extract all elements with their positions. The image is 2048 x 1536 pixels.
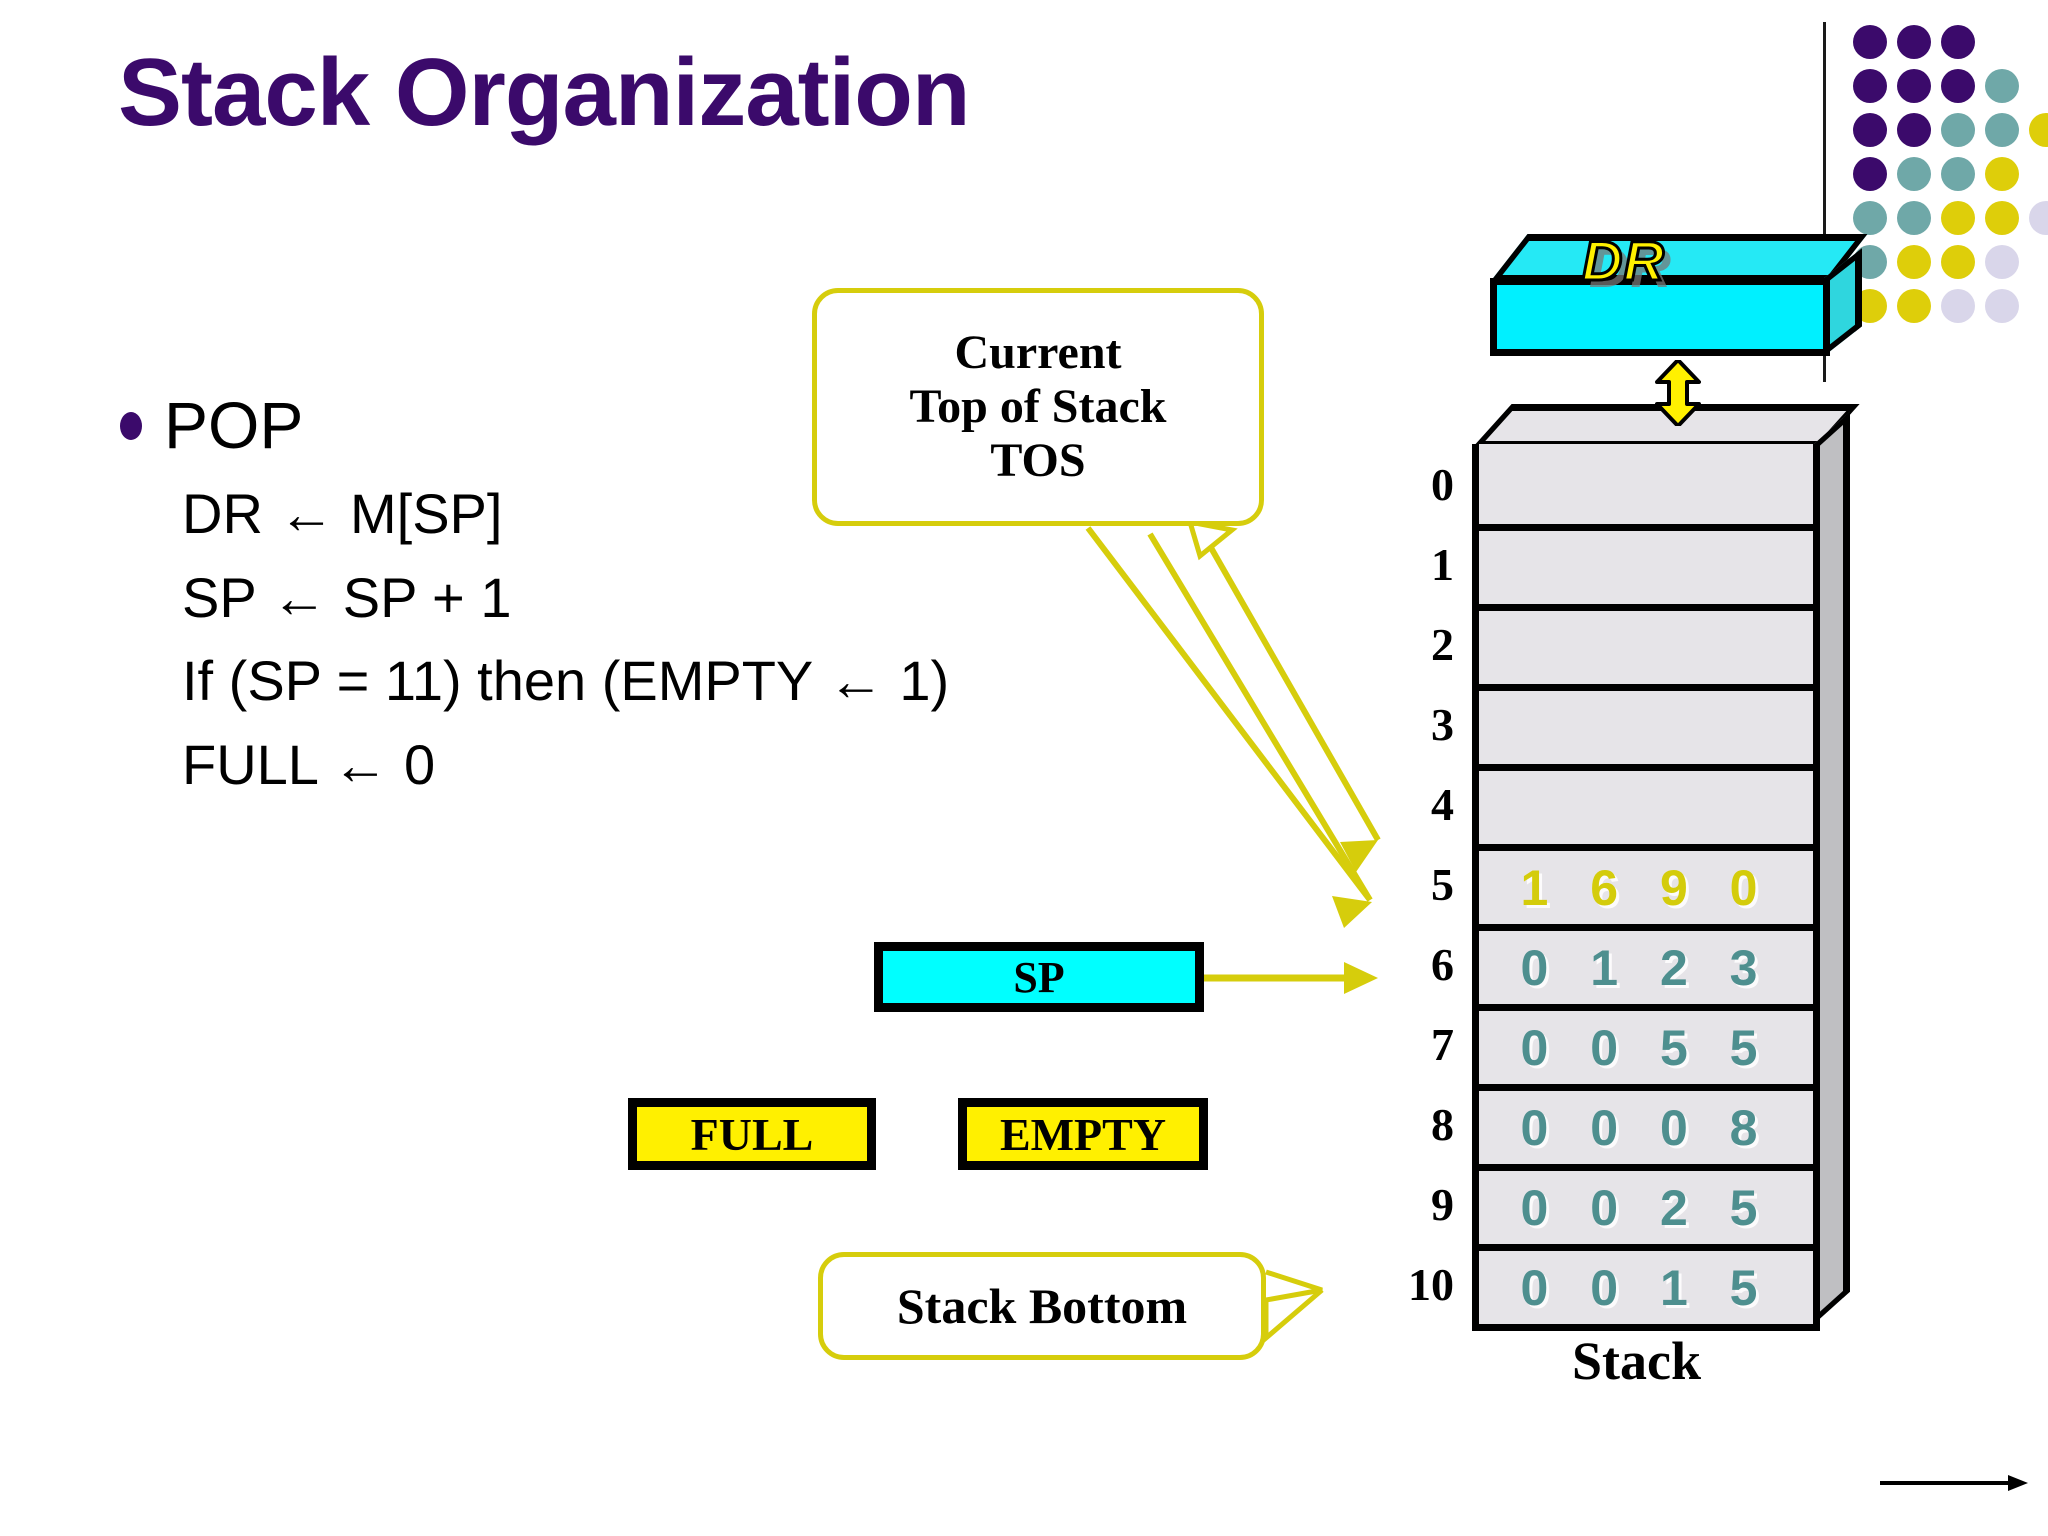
decorative-dot-2-3 [1985,113,2019,147]
stack-cell-4 [1479,764,1813,844]
stack-index-5: 5 [1431,858,1454,910]
stack-cell-2 [1479,604,1813,684]
decorative-dot-0-0 [1853,25,1887,59]
dot-row-4 [1848,196,2048,240]
stack-cell-1 [1479,524,1813,604]
decorative-dot-5-3 [1985,245,2019,279]
stack-index-10: 10 [1408,1258,1454,1310]
stack-index-1: 1 [1431,538,1454,590]
decorative-dot-4-0 [1853,201,1887,235]
callout-stack-bottom: Stack Bottom [818,1252,1266,1360]
operation-line-3: If (SP = 11) then (EMPTY ← 1) [182,649,950,713]
stack-index-2: 2 [1431,618,1454,670]
callout-tos-line-2: Top of Stack [909,380,1167,434]
decorative-dot-3-2 [1941,157,1975,191]
decorative-dot-0-2 [1941,25,1975,59]
dot-row-3 [1848,152,2048,196]
decorative-dot-4-1 [1897,201,1931,235]
decorative-dot-6-4 [2029,289,2048,323]
bottom-right-arrow-icon [1880,1475,2028,1491]
stack-cell-3 [1479,684,1813,764]
data-transfer-double-arrow-icon [1655,360,1701,426]
stack-cell-8: 0 0 0 8 [1479,1084,1813,1164]
bullet-dot-icon [120,412,142,440]
decorative-dot-0-4 [2029,25,2048,59]
stack-cell-5: 1 6 9 0 [1479,844,1813,924]
stack-index-4: 4 [1431,778,1454,830]
decorative-dot-2-1 [1897,113,1931,147]
dr-box-top-face [1490,234,1868,282]
decorative-dot-2-4 [2029,113,2048,147]
stack-index-3: 3 [1431,698,1454,750]
stack-index-0: 0 [1431,458,1454,510]
dot-row-0 [1848,20,2048,64]
decorative-dot-1-1 [1897,69,1931,103]
decorative-dot-3-1 [1897,157,1931,191]
operation-line-2: SP ← SP + 1 [182,565,512,629]
decorative-dot-1-0 [1853,69,1887,103]
decorative-dot-5-4 [2029,245,2048,279]
decorative-dot-grid [1848,20,2048,328]
dot-row-1 [1848,64,2048,108]
stack-cell-9: 0 0 2 5 [1479,1164,1813,1244]
stack-index-8: 8 [1431,1098,1454,1150]
decorative-dot-3-3 [1985,157,2019,191]
stack-cell-10: 0 0 1 5 [1479,1244,1813,1324]
stack-caption: Stack [1572,1331,1702,1391]
decorative-dot-4-3 [1985,201,2019,235]
decorative-dot-0-3 [1985,25,2019,59]
stack-index-column: 0 1 2 3 4 5 6 7 8 9 10 [1388,444,1454,1324]
bullet-list: POP DR ← M[SP] SP ← SP + 1 If (SP = 11) … [120,388,1020,797]
full-flag-box: FULL [628,1098,876,1170]
dr-box-front-face [1490,278,1830,356]
decorative-dot-3-4 [2029,157,2048,191]
stack-index-7: 7 [1431,1018,1454,1070]
decorative-dot-3-0 [1853,157,1887,191]
vertical-guide-line [1823,22,1826,382]
stack-index-9: 9 [1431,1178,1454,1230]
decorative-dot-1-3 [1985,69,2019,103]
decorative-dot-1-4 [2029,69,2048,103]
callout-current-top-of-stack: Current Top of Stack TOS [812,288,1264,526]
dot-row-2 [1848,108,2048,152]
empty-flag-box: EMPTY [958,1098,1208,1170]
operation-line-4: FULL ← 0 [182,733,436,797]
operation-line-1: DR ← M[SP] [182,482,503,546]
dot-row-6 [1848,284,2048,328]
decorative-dot-6-1 [1897,289,1931,323]
sp-register-box: SP [874,942,1204,1012]
stack-cell-7: 0 0 5 5 [1479,1004,1813,1084]
decorative-dot-6-3 [1985,289,2019,323]
stack-cell-0 [1479,444,1813,524]
page-title: Stack Organization [118,39,971,146]
callout-tos-line-3: TOS [990,433,1086,487]
callout-tos-line-1: Current [954,326,1122,380]
decorative-dot-4-2 [1941,201,1975,235]
decorative-dot-0-1 [1897,25,1931,59]
dr-label: DR [1581,228,1666,294]
stack-cell-6: 0 1 2 3 [1479,924,1813,1004]
list-item: POP [120,388,1020,462]
decorative-dot-6-2 [1941,289,1975,323]
decorative-dot-5-1 [1897,245,1931,279]
bullet-label-pop: POP [164,388,304,462]
dr-register-box: DR [1490,228,1890,356]
decorative-dot-4-4 [2029,201,2048,235]
decorative-dot-2-2 [1941,113,1975,147]
decorative-dot-5-2 [1941,245,1975,279]
stack-index-6: 6 [1431,938,1454,990]
decorative-dot-1-2 [1941,69,1975,103]
decorative-dot-2-0 [1853,113,1887,147]
